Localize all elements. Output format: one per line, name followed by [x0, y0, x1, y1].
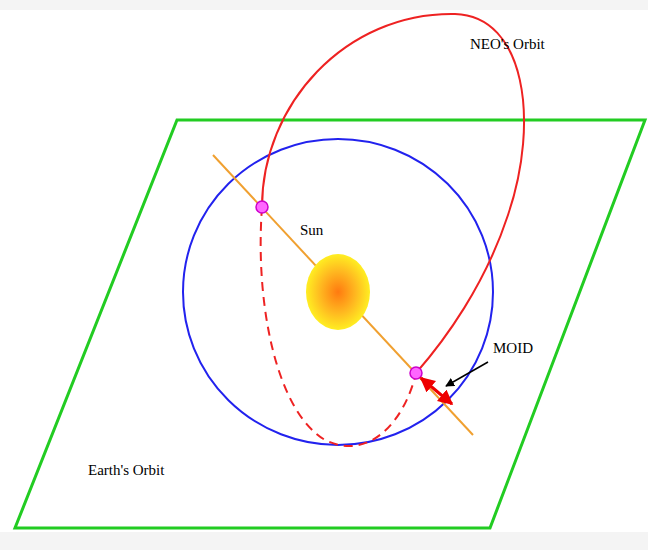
top-band: [0, 0, 648, 10]
line-of-nodes: [213, 155, 473, 435]
leader-arrow: [446, 362, 488, 386]
orbit-label: NEO's Orbit: [470, 36, 545, 53]
moid-label: MOID: [493, 340, 533, 357]
sun-disc: [306, 254, 370, 330]
bottom-band: [0, 532, 648, 550]
sun-label: Sun: [300, 222, 376, 239]
neo-orbit-below: [261, 207, 416, 446]
neo-orbit-above: [262, 14, 524, 373]
sun-node: Sun: [300, 220, 376, 332]
earth-orbit: [183, 139, 493, 445]
moid-arrow: [421, 378, 452, 404]
node-point: [256, 201, 268, 213]
node-point: [410, 367, 422, 379]
orbit-label: Earth's Orbit: [88, 462, 164, 479]
ecliptic-plane: [15, 120, 645, 528]
